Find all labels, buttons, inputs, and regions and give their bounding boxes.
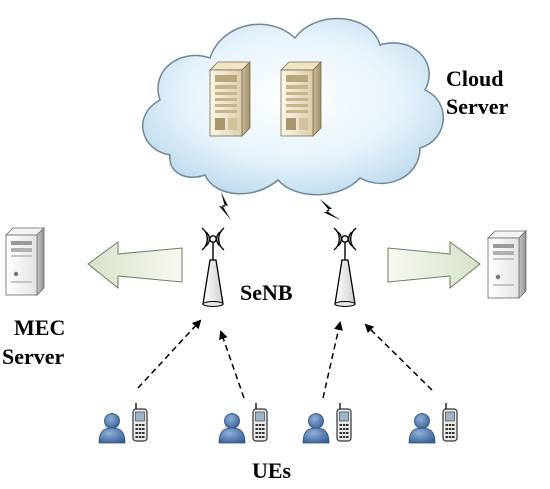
server-tower-icon <box>209 61 251 137</box>
uplink-arrow <box>322 321 343 399</box>
mec-server-right-icon <box>487 230 527 299</box>
cloud-server-label-line1: Cloud <box>446 66 504 91</box>
mobile-phone-icon <box>252 402 268 442</box>
lightning-icon <box>317 194 341 226</box>
uplink-arrows <box>137 319 433 399</box>
uplink-arrow <box>364 323 433 391</box>
uplink-arrow <box>219 330 245 399</box>
senb-label: SeNB <box>240 280 293 305</box>
mec-server-label-line1: MEC <box>14 315 66 340</box>
offload-arrow-left <box>87 241 183 290</box>
mobile-phone-icon <box>132 402 148 442</box>
user-icon <box>302 413 330 444</box>
offload-arrow-right <box>387 241 481 290</box>
user-icon <box>98 413 126 444</box>
user-icon <box>218 413 246 444</box>
antenna-icon <box>333 227 357 308</box>
mobile-phone-icon <box>442 402 458 442</box>
ue-group <box>98 402 458 444</box>
cloud-server-label-line2: Server <box>446 94 509 119</box>
mec-server-left-icon <box>5 227 45 296</box>
lightning-icon <box>219 192 231 220</box>
uplink-arrow <box>137 319 202 389</box>
server-tower-icon <box>280 61 322 137</box>
ues-label: UEs <box>252 458 292 483</box>
user-icon <box>408 413 436 444</box>
mobile-phone-icon <box>336 402 352 442</box>
mec-server-label-line2: Server <box>2 344 65 369</box>
antenna-icon <box>201 227 225 308</box>
